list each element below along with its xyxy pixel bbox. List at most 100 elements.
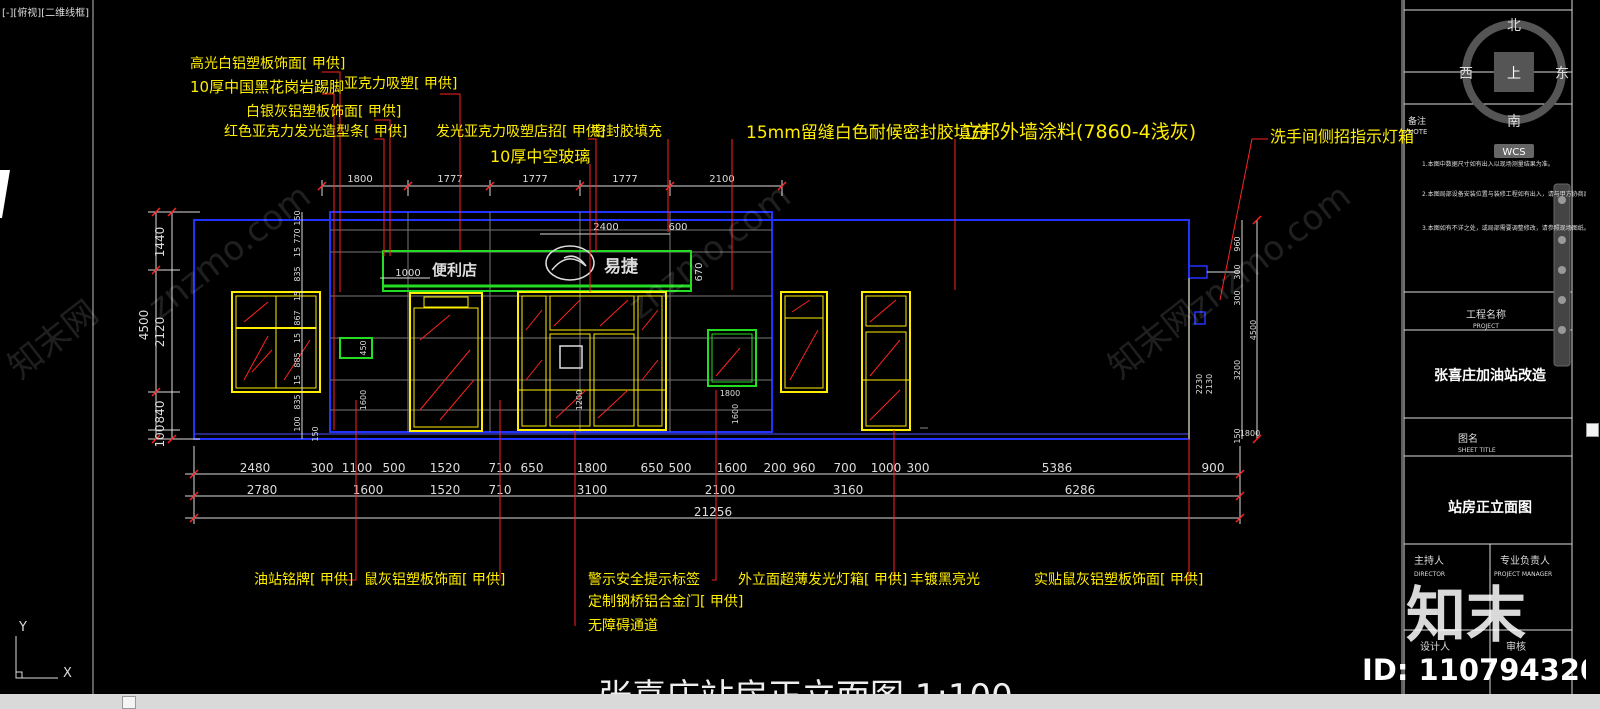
left-door: [409, 292, 483, 432]
notes-title-en: NOTE: [1408, 128, 1427, 136]
svg-text:15: 15: [293, 375, 302, 385]
svg-text:500: 500: [383, 461, 406, 475]
svg-text:650: 650: [521, 461, 544, 475]
label-toilet-lightbox: 洗手间侧招指示灯箱: [1270, 127, 1414, 146]
svg-text:1800: 1800: [1240, 429, 1260, 438]
ucs-x: X: [63, 666, 72, 681]
svg-text:700: 700: [834, 461, 857, 475]
label-red-strip: 红色亚克力发光造型条[ 甲供]: [224, 123, 407, 140]
watermark-site-3: znzmo.com: [1181, 176, 1359, 327]
label-nameplate: 油站铭牌[ 甲供]: [254, 571, 353, 588]
label-glass: 10厚中空玻璃: [490, 147, 590, 166]
dims-misc: 450 1600 1200 1800 1600 2230: [359, 340, 1204, 424]
svg-text:650: 650: [641, 461, 664, 475]
svg-text:北: 北: [1507, 18, 1521, 34]
svg-text:2780: 2780: [247, 483, 278, 497]
svg-text:1600: 1600: [731, 404, 740, 424]
vertical-scroll-thumb[interactable]: [1586, 423, 1599, 437]
dims-left-inner: 150 770 15 835 15 867 15 885 15 835 100 …: [293, 210, 320, 441]
svg-text:1000: 1000: [871, 461, 902, 475]
svg-text:835: 835: [293, 266, 302, 281]
svg-text:900: 900: [1202, 461, 1225, 475]
svg-text:1800: 1800: [347, 174, 372, 185]
right-door: [861, 291, 911, 431]
svg-text:15: 15: [293, 291, 302, 301]
project-name: 张喜庄加油站改造: [1434, 367, 1546, 384]
watermark-cn-2: 知末网: [1101, 293, 1206, 387]
notes-title: 备注: [1408, 115, 1426, 127]
viewport-label[interactable]: [-][俯视][二维线框]: [2, 8, 90, 19]
right-side-section: [1188, 265, 1240, 439]
dims-row2: 2780 1600 1520 710 3100 2100 3160 6286: [247, 483, 1096, 497]
vertical-scrollbar[interactable]: [1586, 0, 1600, 694]
svg-text:100: 100: [293, 416, 302, 431]
dim-total: 21256: [694, 505, 732, 519]
svg-text:2100: 2100: [705, 483, 736, 497]
brand-text: 易捷: [604, 256, 639, 277]
svg-text:450: 450: [359, 340, 368, 355]
watermark: 知末 ID: 1107943205 znzmo.com znzmo.com zn…: [1, 176, 1600, 687]
svg-text:1600: 1600: [359, 390, 368, 410]
svg-text:上: 上: [1507, 66, 1521, 82]
svg-text:300: 300: [1233, 264, 1242, 279]
note-3: 3.本图如有不详之处，或局部需要调整修改，请参照现场图纸。: [1422, 224, 1590, 232]
director-label-en: DIRECTOR: [1414, 571, 1445, 578]
svg-text:西: 西: [1459, 66, 1473, 82]
svg-text:3100: 3100: [577, 483, 608, 497]
dims-row1: 2480 300 1100 500 1520 710 650 1800 650 …: [240, 461, 1225, 475]
sheet-label-en: SHEET TITLE: [1458, 447, 1496, 454]
svg-text:1200: 1200: [575, 390, 584, 410]
watermark-site-1: znzmo.com: [141, 176, 319, 327]
svg-text:840: 840: [153, 401, 167, 424]
note-1: 1.本图中数据尺寸如有出入以现场测量结果为准。: [1422, 160, 1554, 168]
svg-text:15: 15: [293, 333, 302, 343]
svg-text:2100: 2100: [709, 174, 734, 185]
svg-text:867: 867: [293, 310, 302, 325]
label-white-panel: 高光白铝塑板饰面[ 甲供]: [190, 55, 345, 72]
svg-text:1600: 1600: [717, 461, 748, 475]
compass: 北 南 西 东 上 WCS: [1459, 18, 1569, 158]
wcs-label: WCS: [1502, 147, 1525, 158]
nav-bar[interactable]: [1553, 183, 1571, 367]
svg-text:1777: 1777: [437, 174, 462, 185]
watermark-logo: 知末: [1406, 581, 1526, 651]
dims-left: 1440 2120 840 100 4500: [137, 227, 167, 448]
svg-text:1777: 1777: [612, 174, 637, 185]
svg-text:1440: 1440: [153, 227, 167, 258]
svg-text:5386: 5386: [1042, 461, 1073, 475]
sign-text: 便利店: [432, 261, 477, 279]
brand-logo: 易捷: [545, 245, 639, 281]
label-silver-panel: 白银灰铝塑板饰面[ 甲供]: [246, 104, 401, 120]
label-granite-base: 10厚中国黑花岗岩踢脚: [190, 78, 344, 96]
svg-text:4500: 4500: [1249, 320, 1258, 340]
main-entrance: [517, 291, 667, 431]
director-label: 主持人: [1414, 554, 1444, 567]
svg-text:835: 835: [293, 394, 302, 409]
svg-text:2230: 2230: [1195, 374, 1204, 394]
svg-text:南: 南: [1507, 114, 1521, 130]
svg-text:770: 770: [293, 228, 302, 243]
ucs-icon: [15, 636, 58, 679]
svg-text:4500: 4500: [137, 310, 151, 341]
label-paint: 立邦外墙涂料(7860-4浅灰): [962, 121, 1196, 143]
dimension-lines: [148, 180, 1258, 524]
horizontal-scroll-thumb[interactable]: [122, 696, 136, 709]
watermark-id: ID: 1107943205: [1362, 653, 1600, 687]
svg-text:6286: 6286: [1065, 483, 1096, 497]
horizontal-scrollbar[interactable]: [0, 694, 1600, 709]
svg-text:1000: 1000: [395, 268, 420, 279]
svg-text:2130: 2130: [1205, 374, 1214, 394]
dims-top: 1800 1777 1777 1777 2100 2400 600 1000 6…: [347, 174, 734, 282]
label-warning: 警示安全提示标签: [588, 571, 700, 588]
svg-text:3160: 3160: [833, 483, 864, 497]
building-elevation: 便利店 易捷: [193, 211, 1240, 440]
sheet-label: 图名: [1458, 432, 1478, 445]
project-label: 工程名称: [1466, 308, 1506, 321]
annotations-top: 高光白铝塑板饰面[ 甲供] 10厚中国黑花岗岩踢脚 亚克力吸塑[ 甲供] 白银灰…: [190, 55, 1414, 166]
svg-text:1777: 1777: [522, 174, 547, 185]
svg-text:960: 960: [1233, 236, 1242, 251]
designer-label: 设计人: [1420, 640, 1450, 653]
label-acrylic: 亚克力吸塑[ 甲供]: [344, 76, 457, 92]
svg-text:200: 200: [764, 461, 787, 475]
